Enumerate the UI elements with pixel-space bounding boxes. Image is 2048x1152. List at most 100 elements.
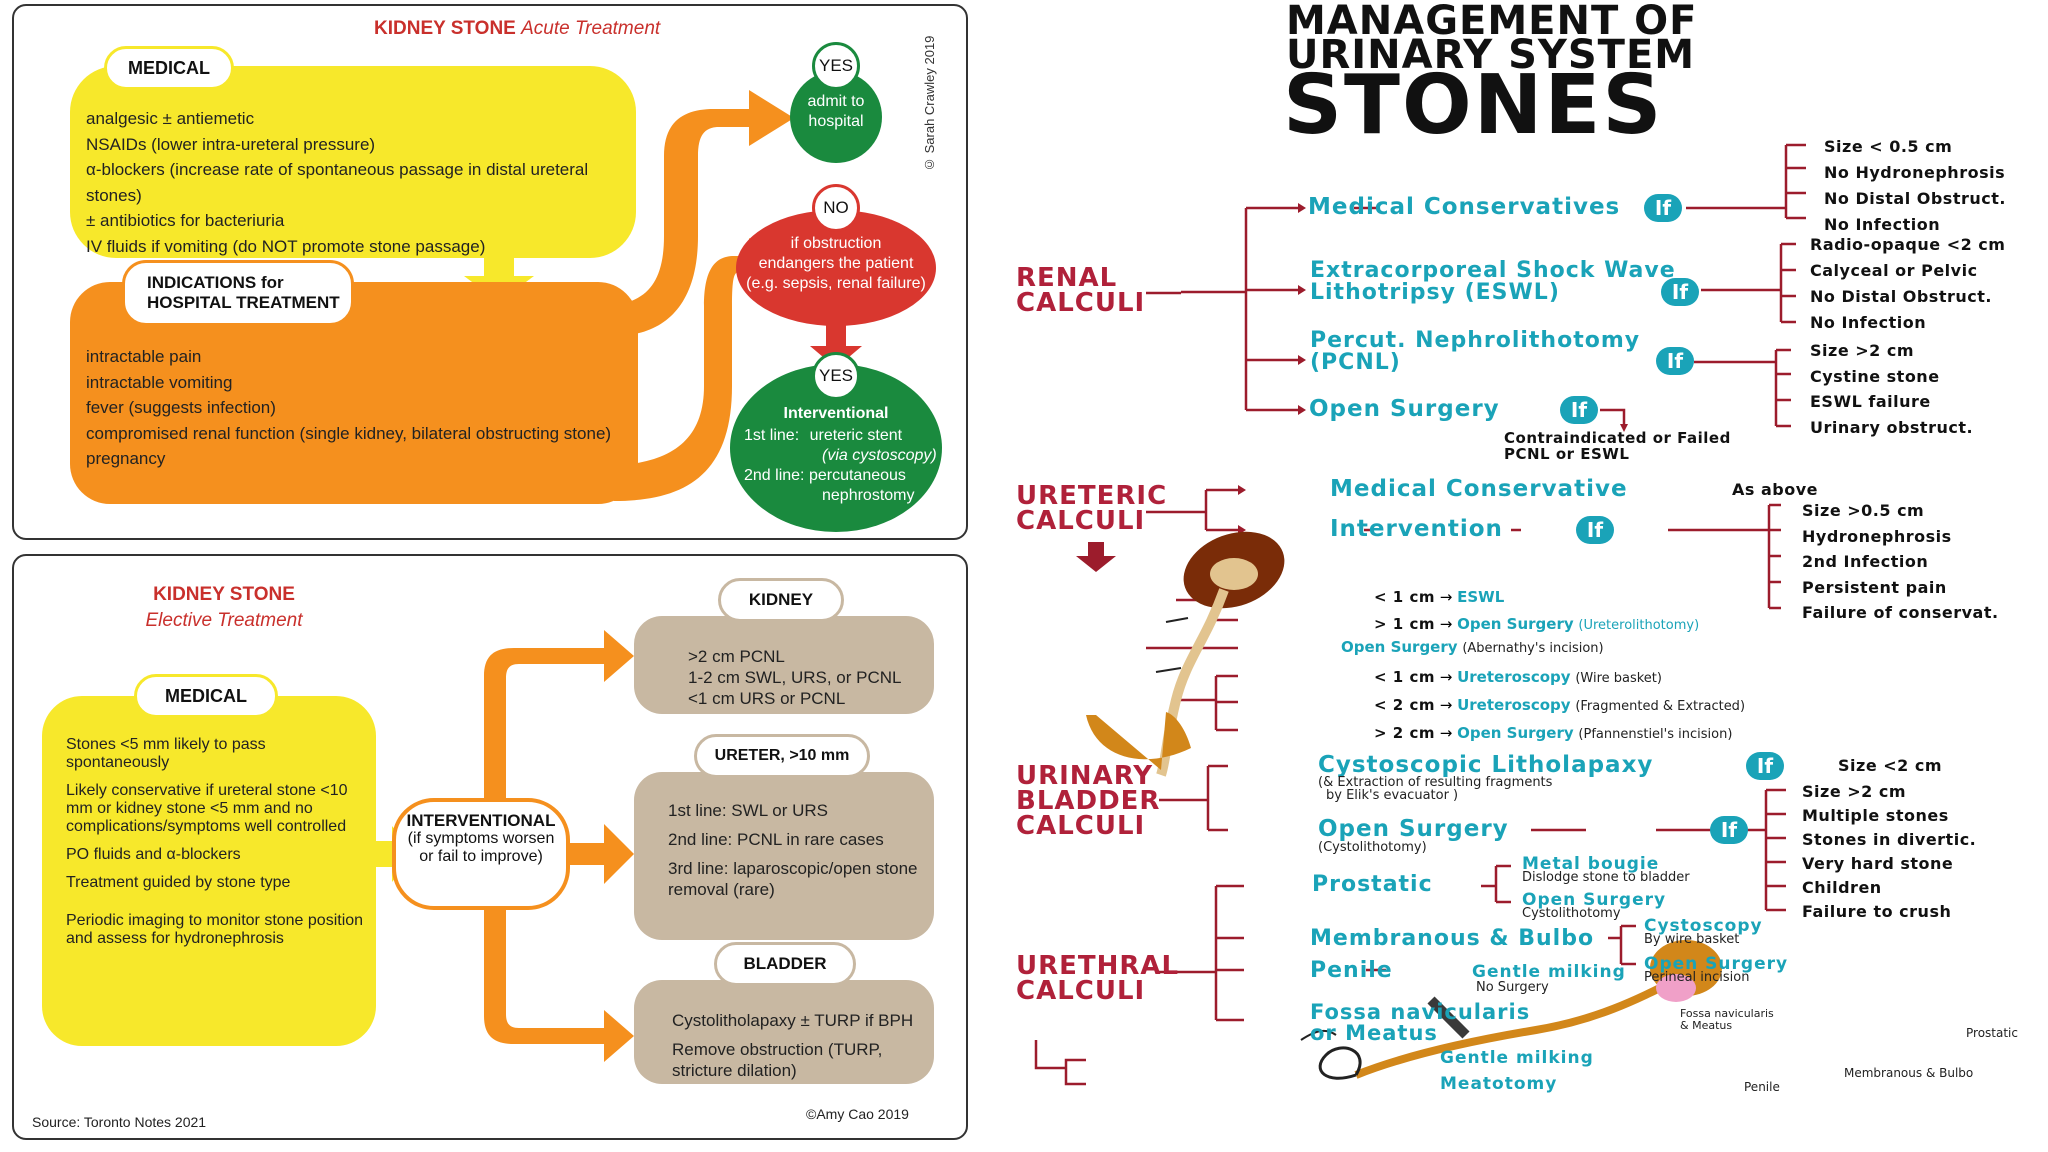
renal-pcnl: Percut. Nephrolithotomy (PCNL) bbox=[1310, 330, 1640, 374]
bladder-item: Cystolitholapaxy ± TURP if BPH bbox=[672, 1011, 914, 1030]
line1-prefix: 1st line: bbox=[744, 427, 800, 444]
elective-medical-label: MEDICAL bbox=[134, 674, 278, 718]
ureter-box: 1st line: SWL or URS 2nd line: PCNL in r… bbox=[634, 772, 934, 940]
if-badge: If bbox=[1560, 396, 1598, 424]
kidney-item: 1-2 cm SWL, URS, or PCNL bbox=[688, 668, 902, 687]
treatment-label: Open Surgery bbox=[1457, 724, 1574, 742]
fossa-line: or Meatus bbox=[1310, 1021, 1438, 1045]
medical-item: IV fluids if vomiting (do NOT promote st… bbox=[86, 236, 486, 256]
no-surgery: No Surgery bbox=[1476, 980, 1549, 995]
upper-ureter-options: < 1 cm → ESWL > 1 cm → Open Surgery (Ure… bbox=[1374, 588, 1700, 633]
indications-item: fever (suggests infection) bbox=[86, 398, 276, 417]
indications-item: intractable vomiting bbox=[86, 372, 233, 392]
size-label: < 1 cm bbox=[1374, 588, 1435, 606]
obstruction-shape bbox=[736, 210, 936, 326]
medical-label: MEDICAL bbox=[104, 46, 234, 90]
diagram-fossa-label: Fossa navicularis & Meatus bbox=[1680, 1008, 1774, 1032]
admit-line: admit to bbox=[807, 93, 865, 110]
interventional-label: Interventional bbox=[783, 405, 889, 422]
yes-label-2: YES bbox=[812, 352, 860, 400]
yes-arrow bbox=[599, 90, 794, 336]
bladder-item: Remove obstruction (TURP, stricture dila… bbox=[672, 1040, 883, 1080]
acute-flow-shapes bbox=[70, 66, 942, 532]
size-label: < 1 cm bbox=[1374, 668, 1435, 686]
urethral-open-surgery: Open Surgery bbox=[1522, 890, 1667, 910]
cysto-note: (& Extraction of resulting fragments by … bbox=[1318, 776, 1552, 802]
condition-item: Failure of conservat. bbox=[1802, 603, 1999, 622]
diagram-label: Fossa navicularis bbox=[1680, 1007, 1774, 1020]
management-connectors bbox=[1034, 143, 1806, 1086]
indications-label: INDICATIONS for HOSPITAL TREATMENT bbox=[122, 260, 354, 326]
condition-item: No Distal Obstruct. bbox=[1810, 287, 1992, 306]
eswl-line: Lithotripsy (ESWL) bbox=[1310, 280, 1560, 305]
line2-prefix: 2nd line: bbox=[744, 467, 805, 484]
cysto-note-line: by Elik's evacuator ) bbox=[1326, 788, 1459, 803]
main-title-line1: MANAGEMENT OF bbox=[1286, 0, 1698, 44]
interventional-lines: 1st line: ureteric stent (via cystoscopy… bbox=[744, 426, 944, 506]
down-arrow bbox=[464, 256, 534, 302]
cysto-condition: Size <2 cm bbox=[1838, 756, 1943, 775]
treatment-note: (Abernathy's incision) bbox=[1462, 641, 1604, 656]
condition-item: 2nd Infection bbox=[1802, 552, 1929, 571]
elective-treatment-panel: KIDNEY STONE Elective Treatment MEDICAL … bbox=[12, 554, 968, 1140]
ureter-label: URETER, >10 mm bbox=[694, 734, 870, 778]
to-ureter-arrow bbox=[554, 824, 634, 884]
cysto-note-line: (& Extraction of resulting fragments bbox=[1318, 775, 1553, 790]
open-note-line: PCNL or ESWL bbox=[1504, 445, 1630, 463]
bladder-box: Cystolitholapaxy ± TURP if BPH Remove ob… bbox=[634, 980, 934, 1084]
ureteric-intervention: Intervention bbox=[1330, 516, 1503, 542]
treatment-label: Ureteroscopy bbox=[1457, 696, 1571, 714]
admit-circle bbox=[790, 71, 882, 163]
treatment-note: (Pfannenstiel's incision) bbox=[1578, 727, 1733, 742]
elective-title-italic: Elective Treatment bbox=[145, 610, 303, 631]
bladder-open-note: (Cystolithotomy) bbox=[1318, 840, 1427, 855]
membranous-bulbo: Membranous & Bulbo bbox=[1310, 926, 1595, 951]
acute-copyright: © Sarah Crawley 2019 bbox=[922, 35, 937, 172]
indications-item: intractable pain bbox=[86, 347, 202, 366]
kidney-item: >2 cm PCNL bbox=[688, 647, 785, 666]
obstruction-line: (e.g. sepsis, renal failure) bbox=[746, 275, 926, 292]
elective-title: KIDNEY STONE Elective Treatment bbox=[104, 584, 344, 632]
if-badge: If bbox=[1576, 516, 1614, 544]
size-label: < 2 cm bbox=[1374, 696, 1435, 714]
kidney-label: KIDNEY bbox=[718, 578, 844, 622]
elective-medical-item: Stones <5 mm likely to pass spontaneousl… bbox=[66, 736, 266, 771]
renal-eswl: Extracorporeal Shock Wave Lithotripsy (E… bbox=[1310, 260, 1676, 304]
medical-item: analgesic ± antiemetic bbox=[86, 109, 255, 128]
if-badge: If bbox=[1644, 194, 1682, 222]
renal-pcnl-conditions: Size >2 cm Cystine stone ESWL failure Ur… bbox=[1810, 338, 1973, 440]
elective-medical-box bbox=[42, 696, 376, 1046]
condition-item: Urinary obstruct. bbox=[1810, 417, 1974, 437]
medical-item: NSAIDs (lower intra-ureteral pressure) bbox=[86, 134, 376, 154]
interventional-shape bbox=[730, 364, 942, 532]
main-title-line3: STONES bbox=[1283, 58, 1664, 153]
interventional-text: INTERVENTIONAL (if symptoms worsen or fa… bbox=[396, 812, 566, 866]
pcnl-line: Percut. Nephrolithotomy bbox=[1310, 328, 1641, 353]
bladder-open-conditions: Size >2 cm Multiple stones Stones in div… bbox=[1802, 780, 1976, 924]
if-badge: If bbox=[1710, 816, 1748, 844]
acute-title-bold: KIDNEY STONE bbox=[374, 18, 516, 39]
urethral-open-surgery-2: Open Surgery bbox=[1644, 954, 1789, 974]
cystoscopic-litholapaxy: Cystoscopic Litholapaxy bbox=[1318, 752, 1654, 778]
size-label: > 2 cm bbox=[1374, 724, 1435, 742]
medical-list: analgesic ± antiemetic NSAIDs (lower int… bbox=[86, 106, 636, 259]
ureter-item: 2nd line: PCNL in rare cases bbox=[668, 830, 884, 849]
if-badge: If bbox=[1656, 347, 1694, 375]
condition-item: Hydronephrosis bbox=[1802, 526, 1952, 546]
indications-item: compromised renal function (single kidne… bbox=[86, 423, 612, 443]
treatment-label: ESWL bbox=[1457, 588, 1505, 606]
condition-item: No Distal Obstruct. bbox=[1824, 189, 2006, 208]
line1-text: ureteric stent bbox=[809, 427, 903, 444]
ureter-item: 3rd line: laparoscopic/open stone remova… bbox=[668, 859, 918, 899]
renal-medical: Medical Conservatives bbox=[1308, 194, 1621, 220]
gentle-milking-2: Gentle milking bbox=[1440, 1048, 1594, 1068]
elective-medical-item: PO fluids and α-blockers bbox=[66, 846, 241, 863]
renal-medical-conditions: Size < 0.5 cm No Hydronephrosis No Dista… bbox=[1824, 134, 2006, 238]
obstruction-text: if obstruction endangers the patient (e.… bbox=[736, 234, 936, 294]
indications-list: intractable pain intractable vomiting fe… bbox=[86, 344, 646, 472]
condition-item: Stones in divertic. bbox=[1802, 830, 1977, 849]
elective-medical-item: Periodic imaging to monitor stone positi… bbox=[66, 912, 364, 947]
treatment-note: (Wire basket) bbox=[1575, 671, 1662, 686]
condition-item: Size >2 cm bbox=[1802, 782, 1907, 801]
prostatic: Prostatic bbox=[1312, 872, 1433, 897]
